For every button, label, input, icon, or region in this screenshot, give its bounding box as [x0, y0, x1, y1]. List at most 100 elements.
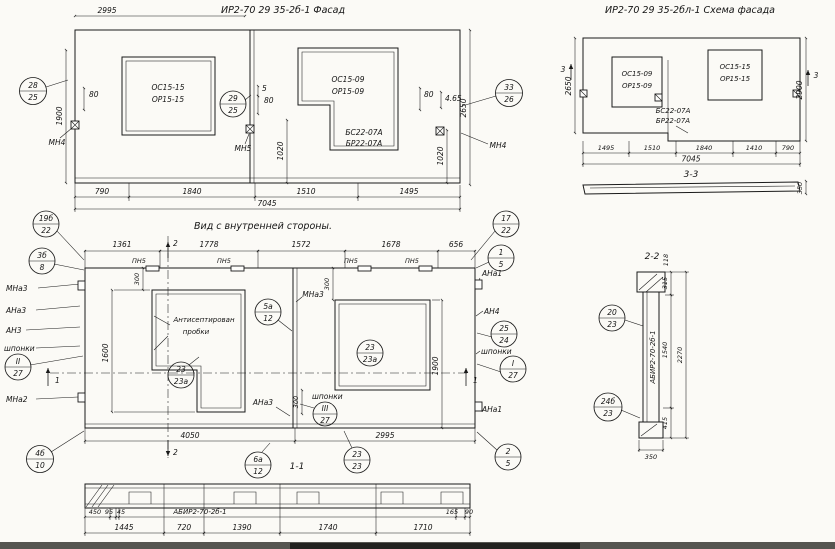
pn5-label: ПН5	[132, 257, 146, 265]
dim-4050: 4050	[180, 431, 199, 440]
label-ana3-left: АНа3	[5, 306, 26, 315]
dim-2900: 2900	[795, 80, 804, 99]
dim-790: 790	[95, 187, 110, 196]
section-1-mark-right: 1	[473, 376, 478, 385]
label-shponki-mid: шпонки	[312, 392, 343, 401]
callout-5a-12: 5а 12	[254, 298, 293, 332]
section-3-3-label: 3-3	[684, 170, 699, 180]
pn5-label: ПН5	[217, 257, 231, 265]
callout-bottom: 22	[501, 226, 511, 235]
label-shponki-left: шпонки	[4, 344, 35, 353]
callout-bottom: 26	[504, 95, 514, 104]
dim-315: 315	[661, 277, 669, 289]
label-an3: АН3	[5, 326, 22, 335]
callout-bottom: 22	[41, 226, 51, 235]
callout-I-27: I 27	[476, 355, 527, 383]
dim-1540: 1540	[661, 342, 669, 359]
label-an4: АН4	[483, 307, 500, 316]
facade-window-right-label-1: ОС15-09	[332, 75, 365, 84]
section-1-1-label: 1-1	[290, 462, 305, 472]
facade-sill-label-1: БС22-07А	[345, 128, 382, 137]
anchor-tab	[77, 280, 86, 291]
callout-III-27: III 27	[299, 401, 338, 427]
callout-top: 4б	[35, 449, 45, 458]
callout-top: 28	[28, 81, 38, 90]
label-mna3-left: МНа3	[6, 284, 28, 293]
section-3-mark-left: 3	[561, 65, 566, 74]
callout-1-5: 1 5	[475, 244, 515, 272]
facade-title: ИР2-70 29 35-2б-1 Фасад	[221, 5, 345, 16]
label-ana1-top: АНа1	[481, 269, 502, 278]
dim-1510-s: 1510	[644, 144, 661, 152]
callout-top: 5а	[263, 302, 273, 311]
dim-1678: 1678	[381, 240, 400, 249]
callout-bottom: 10	[35, 461, 45, 470]
callout-23-23: 23 23	[343, 430, 371, 474]
scheme-sill-label-1: БС22-07А	[656, 107, 691, 115]
callout-bottom: 27	[320, 416, 330, 425]
dim-300-a: 300	[133, 273, 141, 285]
callout-bottom: 27	[508, 371, 518, 380]
callout-top: 2	[506, 447, 511, 456]
callout-top: 24б	[601, 397, 616, 406]
callout-top: 23	[365, 343, 375, 352]
facade-window-left-label-1: ОС15-15	[152, 83, 185, 92]
dim-1020-mid: 1020	[276, 141, 285, 160]
callout-II-27: II 27	[4, 353, 84, 381]
scheme-window-right-label-2: ОР15-15	[720, 75, 751, 83]
dim-2650-scheme: 2650	[564, 76, 573, 95]
dim-1495-s: 1495	[598, 144, 615, 152]
callout-bottom: 23а	[363, 355, 378, 364]
dim-1710: 1710	[413, 523, 432, 532]
pn5-plate	[357, 265, 372, 272]
callout-top: III	[322, 404, 329, 413]
callout-bottom: 12	[263, 314, 273, 323]
scan-edge-shadow-dark	[290, 543, 580, 549]
dim-165: 165	[446, 508, 458, 516]
callout-bottom: 24	[499, 336, 509, 345]
anchor-label-mn4-left: МН4	[49, 138, 66, 147]
dim-1410-s: 1410	[746, 144, 763, 152]
pn5-label: ПН5	[405, 257, 419, 265]
dim-1020-right: 1020	[436, 146, 445, 165]
callout-top: 33	[504, 83, 514, 92]
callout-top: 25	[499, 324, 509, 333]
callout-19b-22: 19б 22	[32, 210, 85, 261]
dim-118: 118	[662, 254, 670, 266]
callout-29-25: 29 25	[219, 90, 252, 118]
dim-1840-s: 1840	[696, 144, 713, 152]
dim-1778: 1778	[199, 240, 218, 249]
dim-80-right: 80	[424, 90, 434, 99]
dim-1900-inner: 1900	[431, 356, 440, 375]
scheme-drawing: ИР2-70 29 35-2бл-1 Схема фасада ОС15-09 …	[561, 5, 819, 196]
anchor-label-mn4-right: МН4	[490, 141, 507, 150]
dim-1445: 1445	[114, 523, 133, 532]
dim-80-mid: 80	[264, 96, 274, 105]
facade-sill-label-2: БР22-07А	[346, 139, 383, 148]
dim-790-s: 790	[782, 144, 794, 152]
callout-3b-8: 3б 8	[28, 247, 85, 275]
dim-1495: 1495	[399, 187, 418, 196]
callout-23-23a-right: 23 23а	[356, 339, 384, 367]
callout-top: 23	[176, 365, 186, 374]
anchor-tab	[474, 279, 483, 290]
callout-bottom: 23	[352, 462, 362, 471]
dim-90: 90	[465, 508, 473, 516]
scheme-sill-label-2: БР22-07А	[656, 117, 690, 125]
dim-1600: 1600	[101, 343, 110, 362]
dim-95: 95	[105, 508, 113, 516]
callout-top: 29	[228, 94, 238, 103]
callout-24b-23: 24б 23	[593, 392, 641, 422]
section-2-2-drawing: 2-2 АБИР2-70-2б-1 118 315 1540 415 2270 …	[593, 252, 689, 461]
callout-4b-10: 4б 10	[26, 430, 85, 473]
callout-top: 6а	[253, 455, 263, 464]
section-1-1-drawing: 450 95 45 АБИР2-70-2б-1 165 90 1445 720 …	[83, 483, 473, 536]
pn5-plate	[418, 265, 433, 272]
dim-7045-total-s: 7045	[681, 155, 700, 164]
dim-2270: 2270	[676, 347, 684, 364]
label-shponki-right: шпонки	[481, 347, 512, 356]
callout-23-23a-left: 23 23а	[167, 356, 200, 389]
callout-top: 17	[501, 214, 511, 223]
